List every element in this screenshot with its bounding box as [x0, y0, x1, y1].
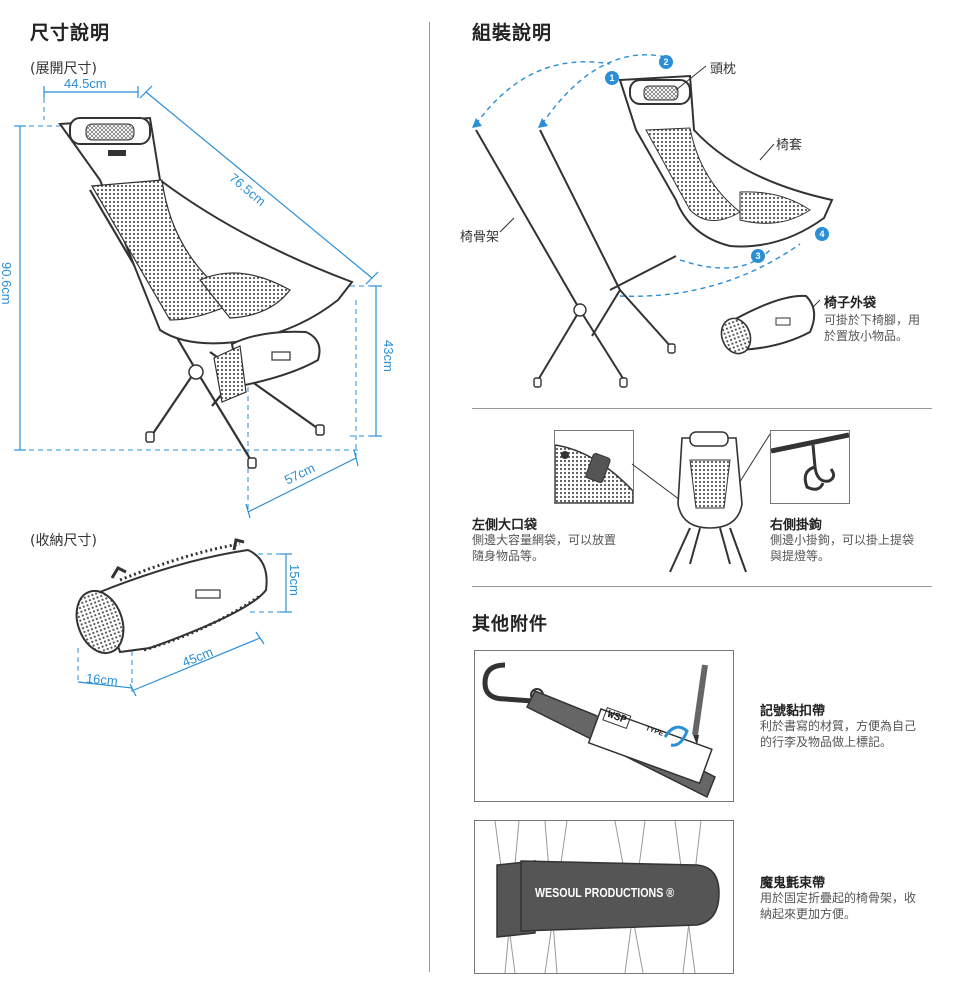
assembly-section-title: 組裝說明 [472, 22, 553, 44]
tag-desc-1: 利於書寫的材質，方便為自己 [760, 719, 917, 733]
step-1: 1 [609, 73, 614, 83]
outer-bag-title: 椅子外袋 [824, 296, 877, 311]
tag-title: 記號黏扣帶 [760, 704, 826, 719]
strap-title: 魔鬼氈束帶 [760, 876, 826, 891]
chair-cover-label: 椅套 [776, 138, 803, 153]
dim-height-label: 90.6cm [0, 262, 14, 305]
column-divider [429, 22, 430, 972]
outer-bag-desc-1: 可掛於下椅腳，用 [824, 313, 921, 327]
divider-2 [472, 586, 932, 587]
folded-bag-diagram [75, 538, 292, 697]
dim-width-label: 44.5cm [64, 76, 107, 91]
right-hook-desc-2: 與提燈等。 [770, 549, 831, 563]
assembly-diagram: 1 2 3 4 [472, 54, 834, 388]
right-hook-image [770, 430, 850, 504]
expanded-chair-diagram [14, 85, 382, 519]
left-pocket-desc-2: 隨身物品等。 [472, 549, 545, 563]
dim-bag-height-label: 15cm [287, 564, 302, 596]
expanded-size-label: (展開尺寸) [30, 61, 97, 77]
left-pocket-image [554, 430, 634, 504]
folded-size-label: (收納尺寸) [30, 533, 97, 549]
frame-label: 椅骨架 [460, 230, 500, 245]
step-4: 4 [819, 229, 824, 239]
left-pocket-title: 左側大口袋 [472, 518, 538, 533]
dim-bag-diameter-label: 16cm [85, 670, 119, 689]
left-pocket-desc-1: 側邊大容量網袋，可以放置 [472, 533, 617, 547]
step-2: 2 [663, 57, 668, 67]
outer-bag-desc-2: 於置放小物品。 [824, 329, 909, 343]
strap-desc-2: 納起來更加方便。 [760, 907, 857, 921]
strap-desc-1: 用於固定折疊起的椅骨架，收 [760, 891, 917, 905]
dim-seat-height-label: 43cm [381, 340, 396, 372]
name-tag-image: WSP TYPE [474, 650, 734, 802]
tag-desc-2: 的行李及物品做上標記。 [760, 735, 893, 749]
size-section-title: 尺寸說明 [30, 22, 111, 44]
divider-1 [472, 408, 932, 409]
right-hook-title: 右側掛鉤 [770, 518, 823, 533]
strap-brand-text: WESOUL PRODUCTIONS ® [535, 885, 675, 900]
step-3: 3 [755, 251, 760, 261]
right-hook-desc-1: 側邊小掛鉤，可以掛上提袋 [770, 533, 915, 547]
pocket-hook-chair [631, 431, 771, 573]
strap-image: WESOUL PRODUCTIONS ® [474, 820, 734, 974]
headrest-label: 頭枕 [710, 62, 737, 77]
accessories-title: 其他附件 [472, 614, 548, 635]
